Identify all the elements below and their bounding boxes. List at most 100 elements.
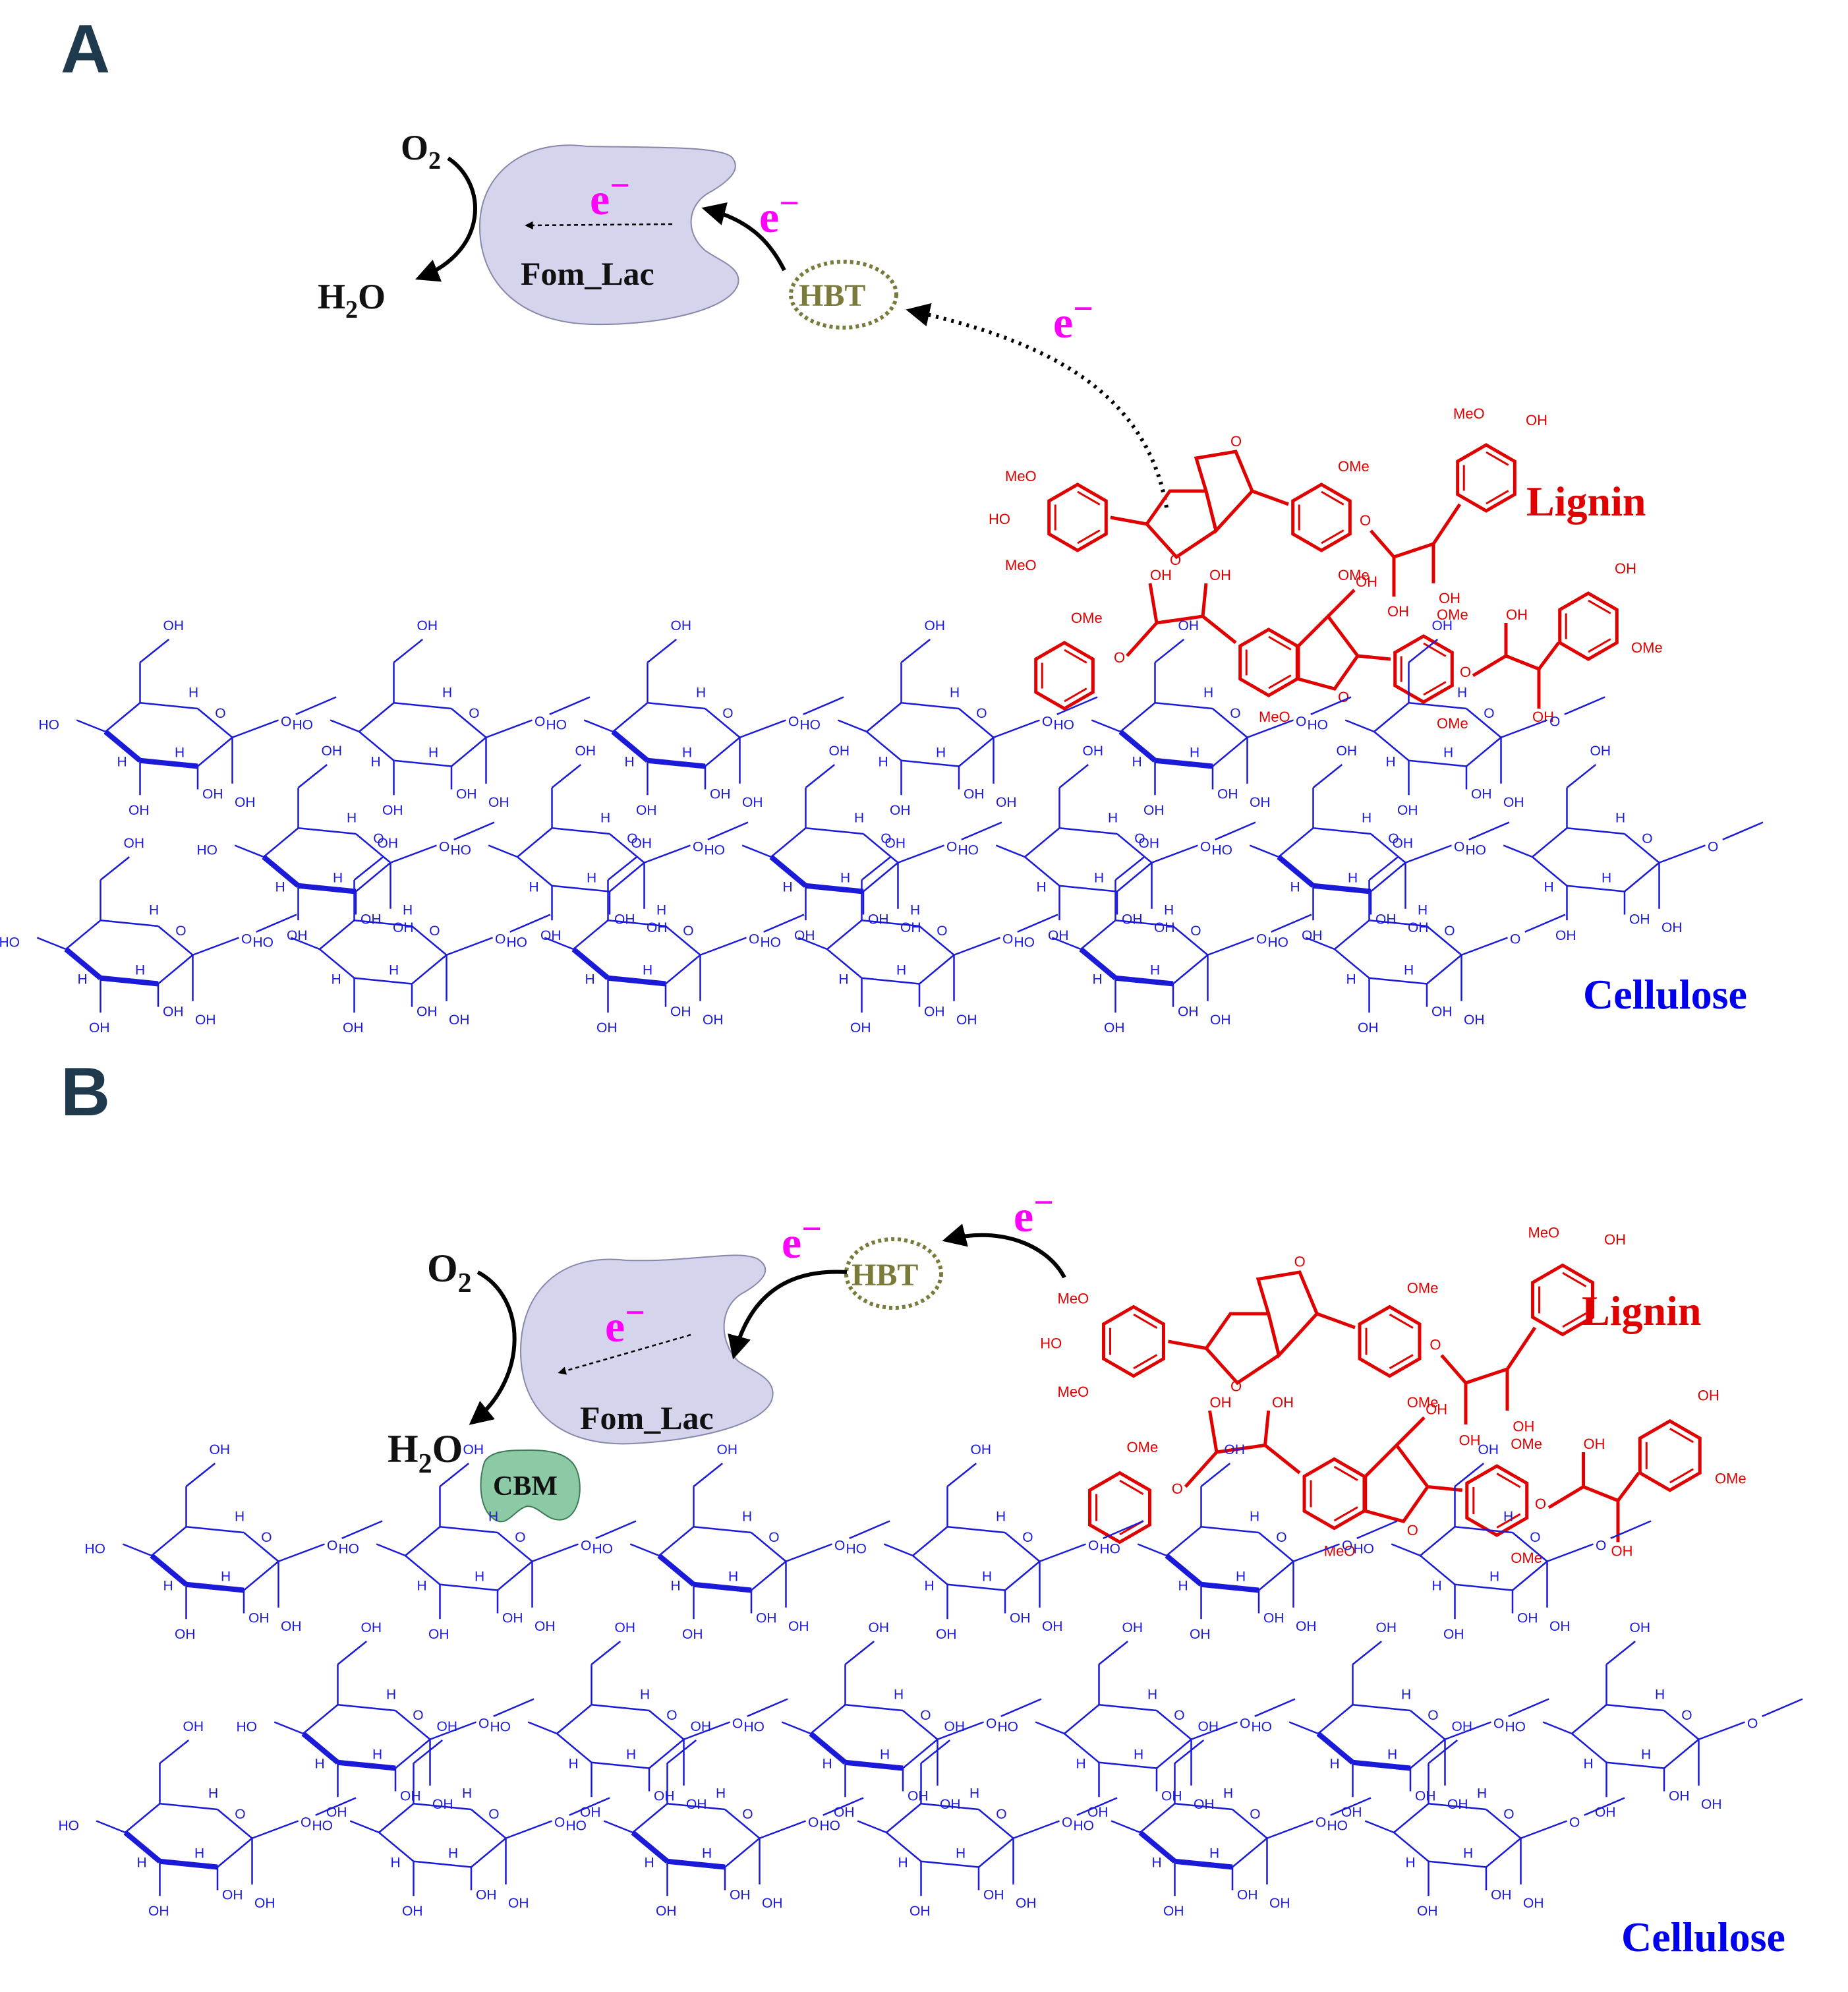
bond-line (595, 1520, 637, 1539)
bond-line (1391, 1543, 1421, 1557)
bond-line (330, 719, 360, 733)
panel-a-water-label: H2O (318, 277, 386, 324)
bond-line (405, 1526, 441, 1556)
bond-line (837, 719, 867, 733)
atom-label: H (137, 1856, 147, 1871)
atom-label: HO (592, 1542, 614, 1557)
atom-label: H (1223, 1786, 1233, 1802)
atom-label: OH (614, 912, 635, 927)
bond-line (647, 702, 706, 710)
atom-label: H (1362, 811, 1372, 826)
bond-line (295, 696, 337, 715)
atom-label: OH (1393, 836, 1414, 851)
bond-line (1254, 1698, 1296, 1717)
bond-line (1212, 736, 1248, 767)
bond-line (667, 1858, 726, 1870)
bond-line (100, 975, 159, 987)
bond-line (1486, 451, 1509, 466)
atom-label: HO (705, 843, 726, 858)
atom-label: O (1342, 1538, 1352, 1553)
bond-line (1201, 583, 1208, 617)
bond-line (1428, 1860, 1487, 1868)
atom-label: H (1094, 871, 1104, 886)
atom-label: H (1386, 755, 1396, 770)
atom-label: OH (1517, 1611, 1538, 1626)
furan-ring (1144, 489, 1218, 560)
atom-label: OH (1478, 1442, 1499, 1457)
atom-label: O (1022, 1530, 1033, 1545)
bond-line (724, 1837, 761, 1868)
bond-line (159, 1740, 190, 1764)
bond-line (319, 949, 355, 979)
bond-line (125, 1803, 161, 1833)
atom-label: OH (1426, 1401, 1447, 1417)
bond-line (629, 1543, 660, 1557)
bond-line (274, 1721, 304, 1735)
atom-label: H (78, 972, 88, 987)
atom-label: H (1463, 1846, 1473, 1861)
atom-label: O (1428, 1708, 1438, 1723)
atom-label: H (894, 1687, 904, 1703)
atom-label: OH (463, 1442, 484, 1457)
atom-label: OH (1198, 1719, 1219, 1734)
furan-ring (1256, 1270, 1319, 1359)
atom-label: OH (1611, 1543, 1633, 1560)
bond-line (631, 1830, 670, 1863)
atom-label: H (1406, 1856, 1416, 1871)
bond-line (76, 719, 106, 733)
bond-line (612, 702, 649, 732)
atom-label: O (881, 831, 891, 846)
bond-line (1455, 1583, 1513, 1591)
bond-line (647, 757, 706, 769)
panel-b-hbt-mediator (844, 1237, 943, 1310)
atom-label: OH (163, 1005, 184, 1020)
atom-label: O (1510, 931, 1520, 947)
bond-line (1501, 719, 1547, 738)
atom-label: OH (656, 1904, 677, 1919)
atom-label: H (529, 880, 539, 895)
bond-line (1520, 1820, 1567, 1839)
atom-label: H (823, 1757, 832, 1772)
bond-line (857, 1820, 887, 1834)
bond-line (1617, 1472, 1640, 1502)
atom-label: OH (402, 1904, 423, 1919)
bond-line (355, 862, 391, 893)
atom-label: OH (322, 744, 343, 759)
atom-label: O (1549, 714, 1560, 729)
bond-line (805, 764, 836, 788)
bond-line (1258, 1532, 1294, 1562)
bond-line (823, 1797, 864, 1816)
bond-line (1410, 1710, 1446, 1740)
atom-label: O (1429, 1337, 1441, 1353)
bond-line (993, 719, 1040, 738)
panel-b-cellulose-label: Cellulose (1621, 1914, 1785, 1960)
bond-line (632, 1803, 668, 1833)
bond-line (1099, 1704, 1157, 1712)
bond-line (1201, 615, 1237, 644)
bond-line (159, 1803, 218, 1811)
bond-line (493, 1698, 534, 1717)
bond-line (451, 736, 487, 767)
bond-line (902, 1710, 938, 1740)
atom-label: OH (730, 1888, 751, 1903)
atom-label: OH (983, 1888, 1004, 1903)
atom-label: OH (703, 1012, 724, 1028)
atom-label: MeO (1058, 1290, 1089, 1306)
bond-line (217, 1809, 253, 1839)
bond-line (583, 719, 614, 733)
bond-line (1524, 914, 1566, 933)
bond-line (393, 702, 452, 710)
bond-line (608, 920, 666, 927)
atom-label: OH (1263, 1611, 1285, 1626)
atom-label: OH (222, 1888, 243, 1903)
atom-label: O (768, 1530, 779, 1545)
bond-line (1317, 1704, 1354, 1734)
bond-line (378, 1832, 415, 1862)
bond-line (1166, 1526, 1202, 1556)
atom-label: OH (636, 803, 657, 818)
bond-line (446, 937, 493, 956)
bond-line (1064, 688, 1087, 703)
atom-label: OH (1269, 1896, 1290, 1911)
bond-line (1056, 696, 1098, 715)
